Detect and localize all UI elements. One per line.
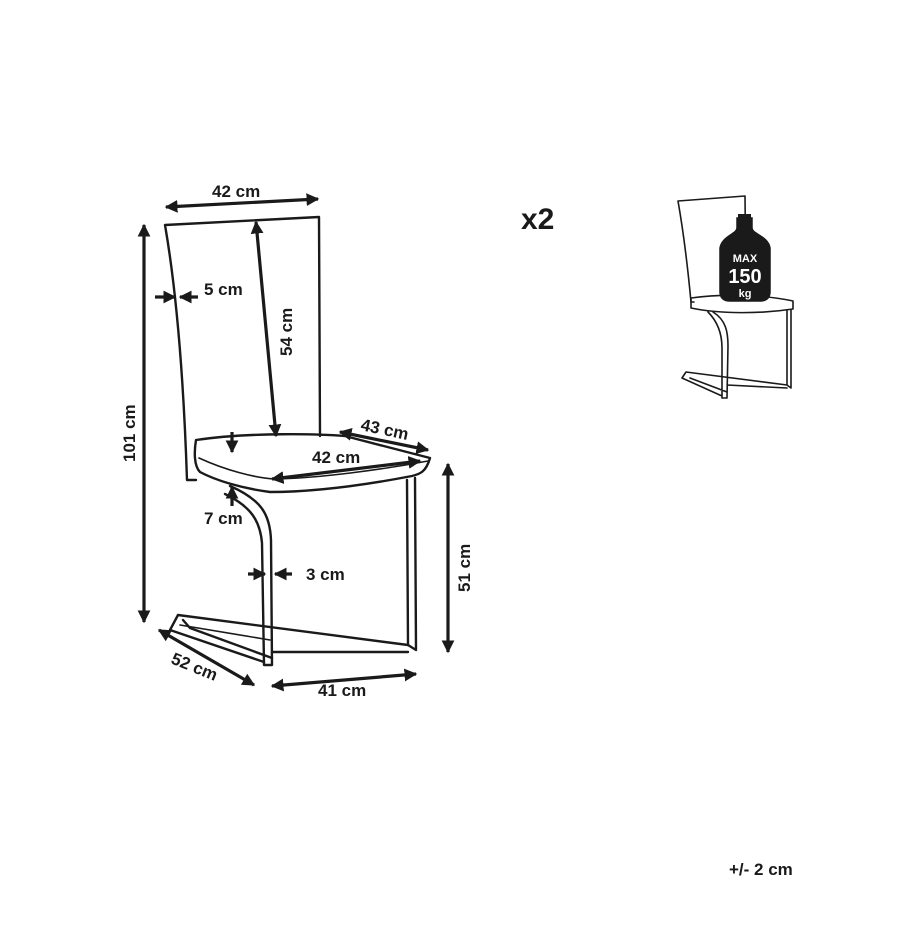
arrow-seat-width	[270, 456, 422, 484]
arrow-width-top	[164, 193, 320, 213]
label-total-height: 101 cm	[120, 404, 139, 462]
label-tube-width: 3 cm	[306, 565, 345, 584]
chair-frame-base	[168, 613, 410, 664]
chair-frame-rear	[405, 476, 418, 652]
dimension-labels: 42 cm 5 cm 54 cm 101 cm 43 cm 42 cm 7 cm…	[120, 182, 474, 700]
quantity-label: x2	[521, 203, 554, 236]
label-base-width: 41 cm	[318, 681, 366, 700]
small-chair-frame	[681, 309, 792, 399]
label-width-top: 42 cm	[212, 182, 260, 201]
label-base-depth: 52 cm	[169, 649, 221, 685]
badge-unit: kg	[739, 288, 752, 300]
label-backrest-height: 54 cm	[277, 308, 296, 356]
load-capacity-illustration: MAX 150 kg	[677, 195, 794, 399]
badge-value: 150	[728, 266, 761, 288]
arrow-base-width	[270, 668, 418, 692]
label-seat-width: 42 cm	[312, 448, 360, 467]
label-back-thickness: 5 cm	[204, 280, 243, 299]
dimension-arrows	[137, 193, 455, 692]
chair-backrest	[163, 215, 322, 482]
badge-max-label: MAX	[733, 253, 758, 265]
label-seat-height: 51 cm	[455, 544, 474, 592]
arrow-base-depth	[157, 628, 256, 687]
arrow-seat-depth	[338, 428, 430, 454]
arrow-backrest-height	[250, 220, 282, 438]
weight-bottle-icon	[719, 214, 771, 302]
chair-frame-front	[223, 484, 274, 667]
label-seat-thickness: 7 cm	[204, 509, 243, 528]
tolerance-note: +/- 2 cm	[729, 860, 793, 879]
